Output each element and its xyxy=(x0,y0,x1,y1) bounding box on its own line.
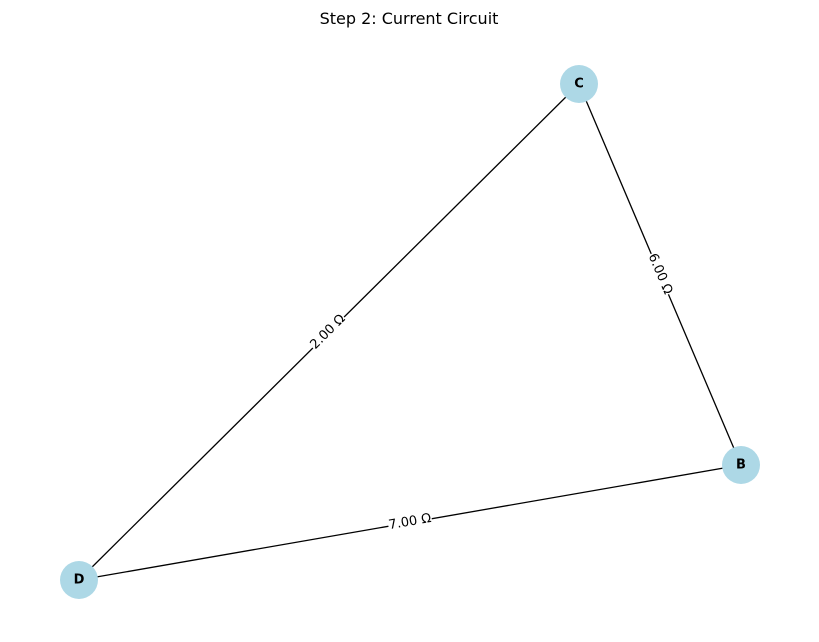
node-circle xyxy=(560,65,598,103)
node-c: C xyxy=(560,65,598,103)
edge-label-d-c: 2.00 Ω xyxy=(306,310,350,354)
edge-label-c-b: 6.00 Ω xyxy=(643,250,677,298)
edge-label-text: 6.00 Ω xyxy=(645,251,676,297)
edge-labels-group: 2.00 Ω 6.00 Ω 7.00 Ω xyxy=(306,250,677,535)
node-circle xyxy=(722,446,760,484)
edge-label-d-b: 7.00 Ω xyxy=(386,509,434,535)
edge-label-background xyxy=(643,250,677,298)
edge-label-background xyxy=(386,509,434,535)
node-circle xyxy=(60,561,98,599)
node-label: C xyxy=(574,77,584,92)
edge-label-text: 7.00 Ω xyxy=(388,511,433,533)
edge-label-background xyxy=(306,310,350,354)
node-label: D xyxy=(74,573,85,588)
node-b: B xyxy=(722,446,760,484)
node-d: D xyxy=(60,561,98,599)
edge-label-text: 2.00 Ω xyxy=(307,311,348,352)
edges-group xyxy=(78,83,742,581)
nodes-group: C B D xyxy=(60,65,760,599)
diagram-title: Step 2: Current Circuit xyxy=(320,9,499,28)
node-label: B xyxy=(736,458,746,473)
